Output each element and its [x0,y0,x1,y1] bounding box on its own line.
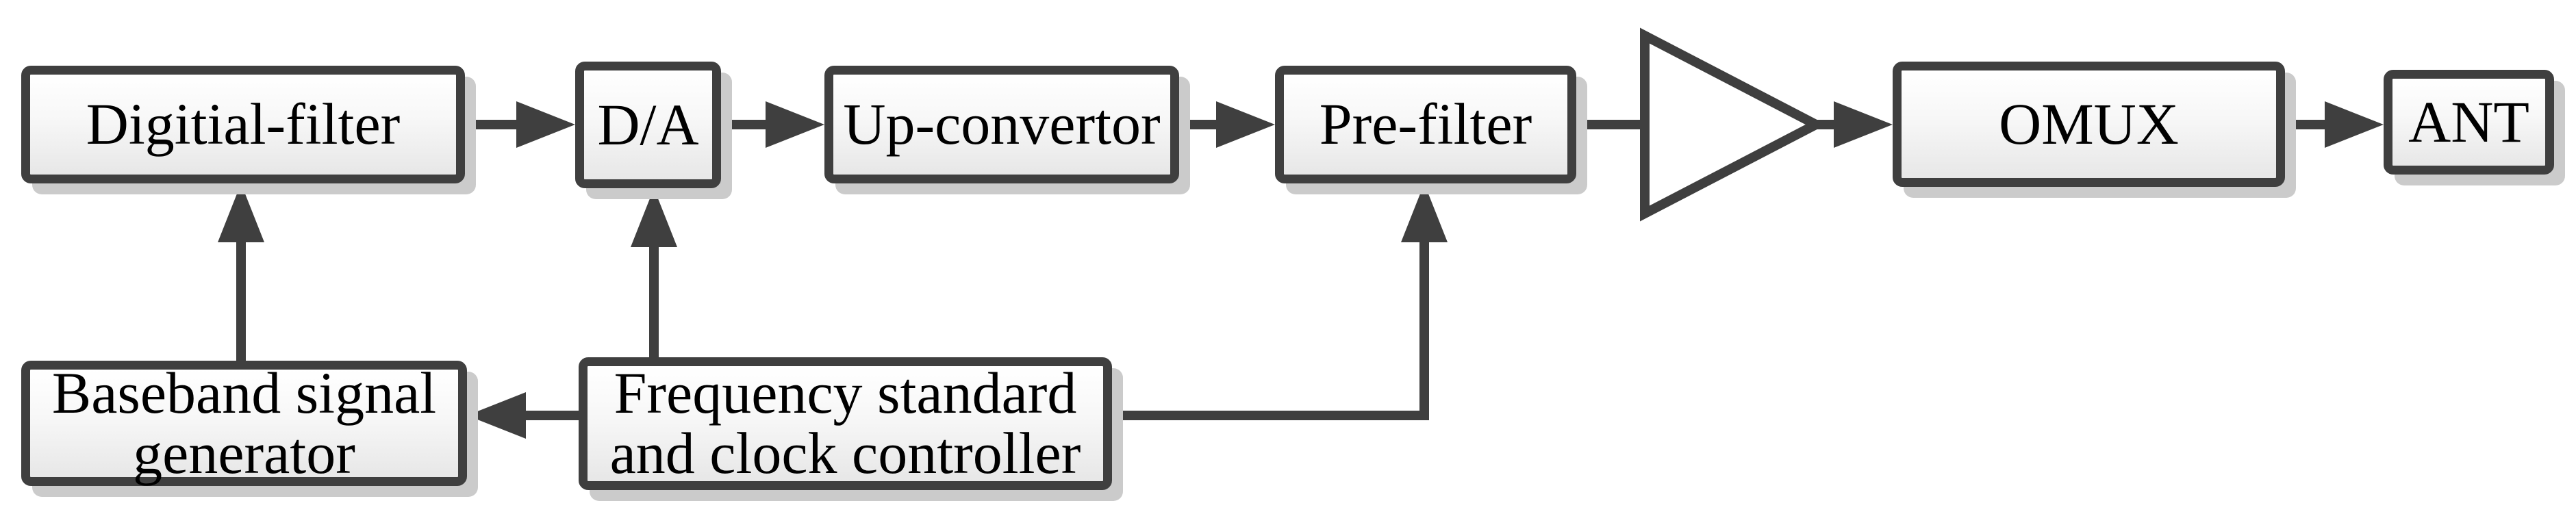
arrowhead-into-upconvertor [766,101,824,148]
block-digital-filter: Digitial-filter [21,66,465,183]
block-frequency-controller-label-line1: Frequency standard [614,360,1077,426]
block-frequency-controller: Frequency standard and clock controller [579,357,1112,490]
arrowhead-up-into-da [631,188,677,247]
block-pre-filter: Pre-filter [1275,66,1576,183]
block-omux-label: OMUX [1999,90,2179,157]
block-digital-filter-label: Digitial-filter [86,91,401,157]
arrowhead-into-prefilter [1216,101,1275,148]
block-up-convertor-label: Up-convertor [843,91,1161,157]
block-baseband-generator: Baseband signal generator [21,361,467,486]
arrowhead-up-into-prefilter [1401,183,1448,242]
arrowhead-into-ant [2325,101,2384,148]
block-baseband-generator-label-line1: Baseband signal [51,359,437,426]
amplifier-icon [1640,27,1827,222]
block-frequency-controller-label-line2: and clock controller [609,420,1081,486]
block-ant-label: ANT [2408,88,2529,155]
block-up-convertor: Up-convertor [824,66,1179,183]
block-omux: OMUX [1893,62,2285,187]
arrowhead-into-da [516,101,575,148]
arrowhead-into-baseband [467,392,526,439]
block-ant: ANT [2384,70,2554,175]
block-da-converter: D/A [575,62,721,188]
arrowhead-into-digitalfilter [218,183,264,242]
block-pre-filter-label: Pre-filter [1319,91,1532,157]
block-baseband-generator-label-line2: generator [133,420,355,486]
arrowhead-into-omux [1834,101,1893,148]
block-da-converter-label: D/A [597,91,699,157]
